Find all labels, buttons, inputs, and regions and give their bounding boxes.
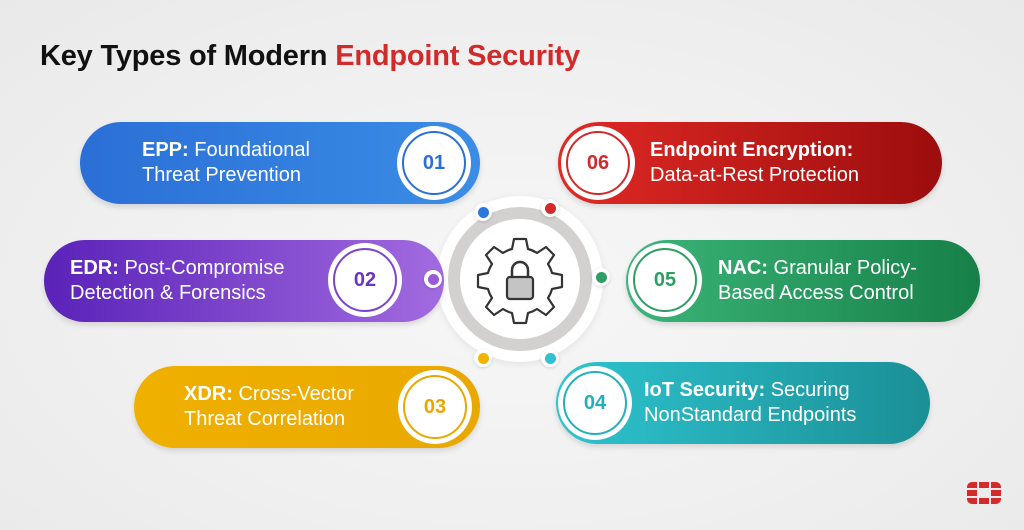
item-04-line2: NonStandard Endpoints	[644, 404, 857, 426]
item-02-line1: Post-Compromise	[118, 257, 285, 279]
item-05-line1: Granular Policy-	[768, 257, 917, 279]
item-06-badge: 06	[561, 126, 635, 200]
item-05-connector-dot	[592, 268, 610, 286]
item-02-connector-dot	[424, 270, 442, 288]
fortinet-logo-icon	[967, 482, 1001, 504]
item-06-number: 06	[566, 131, 630, 195]
item-03-label: XDR:	[184, 383, 233, 405]
item-02-line2: Detection & Forensics	[70, 282, 266, 304]
item-05-badge: 05	[628, 243, 702, 317]
item-01-label: EPP:	[142, 139, 189, 161]
item-01-line2: Threat Prevention	[142, 164, 301, 186]
item-05-line2: Based Access Control	[718, 282, 914, 304]
item-04-label: IoT Security:	[644, 379, 766, 401]
item-06-line2: Data-at-Rest Protection	[650, 164, 859, 186]
item-04-number: 04	[563, 371, 627, 435]
item-05-number: 05	[633, 248, 697, 312]
item-02-text: EDR: Post-Compromise Detection & Forensi…	[44, 256, 285, 306]
item-03-badge: 03	[398, 370, 472, 444]
item-03-line2: Threat Correlation	[184, 408, 346, 430]
item-01-number: 01	[402, 131, 466, 195]
item-06-label: Endpoint Encryption:	[650, 139, 854, 161]
title-highlight: Endpoint Security	[335, 40, 580, 72]
item-03-line1: Cross-Vector	[232, 383, 355, 405]
item-04-connector-dot	[541, 349, 559, 367]
item-01-connector-dot	[474, 203, 492, 221]
gear-lock-icon	[476, 237, 564, 325]
item-01-badge: 01	[397, 126, 471, 200]
item-04-badge: 04	[558, 366, 632, 440]
item-03-text: XDR: Cross-Vector Threat Correlation	[134, 382, 354, 432]
item-06-connector-dot	[541, 199, 559, 217]
item-03-number: 03	[403, 375, 467, 439]
item-04-line1: Securing	[765, 379, 850, 401]
page-title: Key Types of Modern Endpoint Security	[40, 40, 580, 73]
item-02-number: 02	[333, 248, 397, 312]
item-02-label: EDR:	[70, 257, 119, 279]
item-06-text: Endpoint Encryption: Data-at-Rest Protec…	[650, 138, 859, 188]
item-04-text: IoT Security: Securing NonStandard Endpo…	[644, 378, 856, 428]
item-05-label: NAC:	[718, 257, 768, 279]
item-01-line1: Foundational	[188, 139, 310, 161]
item-01-text: EPP: Foundational Threat Prevention	[80, 138, 310, 188]
title-prefix: Key Types of Modern	[40, 40, 336, 72]
item-02-badge: 02	[328, 243, 402, 317]
item-03-connector-dot	[474, 349, 492, 367]
item-05-text: NAC: Granular Policy- Based Access Contr…	[718, 256, 917, 306]
